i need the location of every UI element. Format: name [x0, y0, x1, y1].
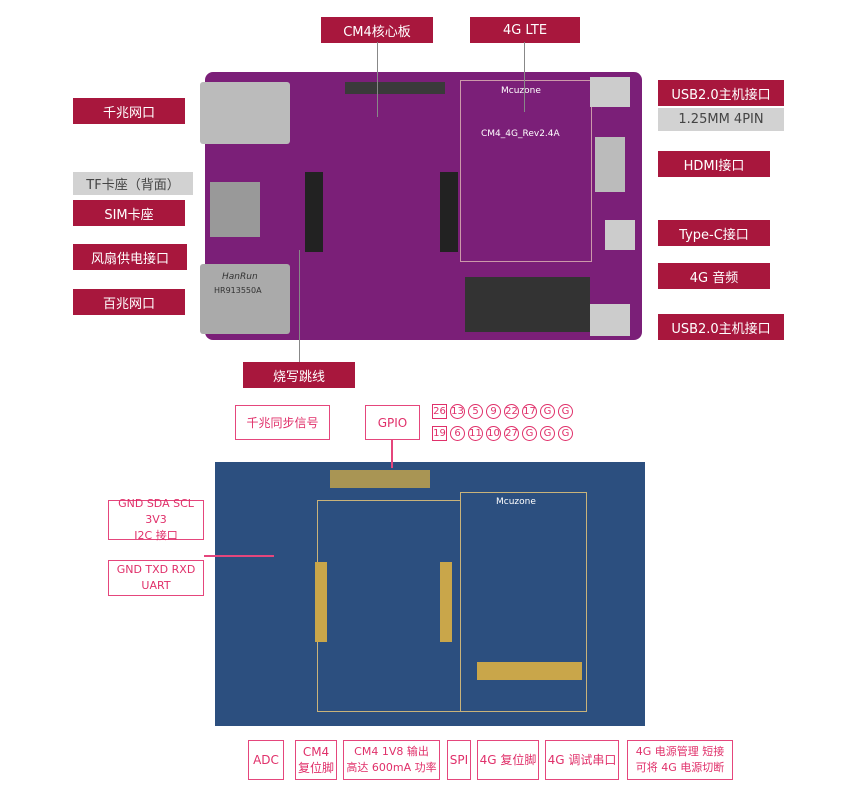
label-usb-top: USB2.0主机接口 [658, 80, 784, 106]
label-4g-reset: 4G 复位脚 [477, 740, 539, 780]
gpio-pin: G [558, 426, 573, 441]
uart-pins: GND TXD RXD [116, 563, 196, 576]
text: 高达 600mA 功率 [346, 761, 437, 774]
label-gpio: GPIO [365, 405, 420, 440]
gpio-pads [330, 470, 430, 488]
connector-pad [315, 562, 327, 642]
gpio-pin: 13 [450, 404, 465, 419]
gpio-pin: 6 [450, 426, 465, 441]
label-uart: GND TXD RXD UART [108, 560, 204, 596]
gpio-pin: 22 [504, 404, 519, 419]
gpio-pin: 11 [468, 426, 483, 441]
gpio-pin: 26 [432, 404, 447, 419]
gpio-pin: G [522, 426, 537, 441]
label-usb-bottom: USB2.0主机接口 [658, 314, 784, 340]
label-cm4-core: CM4核心板 [321, 17, 433, 43]
label-4g-lte: 4G LTE [470, 17, 580, 43]
leader-line [391, 440, 393, 468]
minipcie-slot [465, 277, 590, 332]
label-fan: 风扇供电接口 [73, 244, 187, 270]
label-cm4-reset: CM4 复位脚 [295, 740, 337, 780]
gpio-pin: G [540, 426, 555, 441]
label-fast-eth: 百兆网口 [73, 289, 185, 315]
gpio-pin: G [540, 404, 555, 419]
text: 可将 4G 电源切断 [635, 761, 725, 774]
uart-title: UART [141, 579, 171, 592]
gpio-pin: 17 [522, 404, 537, 419]
gpio-pin: 27 [504, 426, 519, 441]
label-typec: Type-C接口 [658, 220, 770, 246]
label-spi: SPI [447, 740, 471, 780]
gpio-header [345, 82, 445, 94]
text: 复位脚 [297, 761, 334, 775]
eth-brand-text: HanRun [222, 272, 258, 282]
leader-line [524, 42, 525, 112]
text: 4G 电源管理 短接 [635, 745, 725, 758]
i2c-title: I2C 接口 [134, 529, 178, 542]
gpio-pin: 9 [486, 404, 501, 419]
label-burn-jumper: 烧写跳线 [243, 362, 355, 388]
revision-text: CM4_4G_Rev2.4A [481, 129, 560, 139]
gpio-pin: 19 [432, 426, 447, 441]
text: CM4 [302, 745, 330, 759]
fast-eth-rj45-port: HanRun HR913550A [200, 264, 290, 334]
leader-line [377, 42, 378, 117]
label-4g-audio: 4G 音频 [658, 263, 770, 289]
gpio-pin: G [558, 404, 573, 419]
sim-slot [210, 182, 260, 237]
label-adc: ADC [248, 740, 284, 780]
usb-port-bottom [590, 304, 630, 336]
connector-pad [440, 562, 452, 642]
cm4-connector-right [440, 172, 458, 252]
cm4-connector-left [305, 172, 323, 252]
label-hdmi: HDMI接口 [658, 151, 770, 177]
gpio-pin: 5 [468, 404, 483, 419]
text: CM4 1V8 输出 [354, 745, 429, 758]
label-tf: TF卡座（背面） [73, 172, 193, 195]
4g-module-outline: Mcuzone [460, 492, 587, 712]
gpio-pin: 10 [486, 426, 501, 441]
leader-line [299, 250, 300, 362]
label-gigabit: 千兆网口 [73, 98, 185, 124]
label-4g-power: 4G 电源管理 短接可将 4G 电源切断 [627, 740, 733, 780]
hdmi-port [595, 137, 625, 192]
label-1v8: CM4 1V8 输出高达 600mA 功率 [343, 740, 440, 780]
usb-port-top [590, 77, 630, 107]
eth-model-text: HR913550A [214, 286, 262, 295]
pcie-pads [477, 662, 582, 680]
label-4g-uart: 4G 调试串口 [545, 740, 619, 780]
label-4pin: 1.25MM 4PIN [658, 108, 784, 131]
gigabit-rj45-port [200, 82, 290, 144]
typec-port [605, 220, 635, 250]
i2c-pins: GND SDA SCL 3V3 [118, 497, 194, 526]
blue-pcb-layout: Mcuzone [215, 462, 645, 726]
brand-text: Mcuzone [496, 497, 536, 507]
label-sim: SIM卡座 [73, 200, 185, 226]
brand-text: Mcuzone [501, 86, 541, 96]
leader-line [204, 555, 274, 557]
label-sync: 千兆同步信号 [235, 405, 330, 440]
